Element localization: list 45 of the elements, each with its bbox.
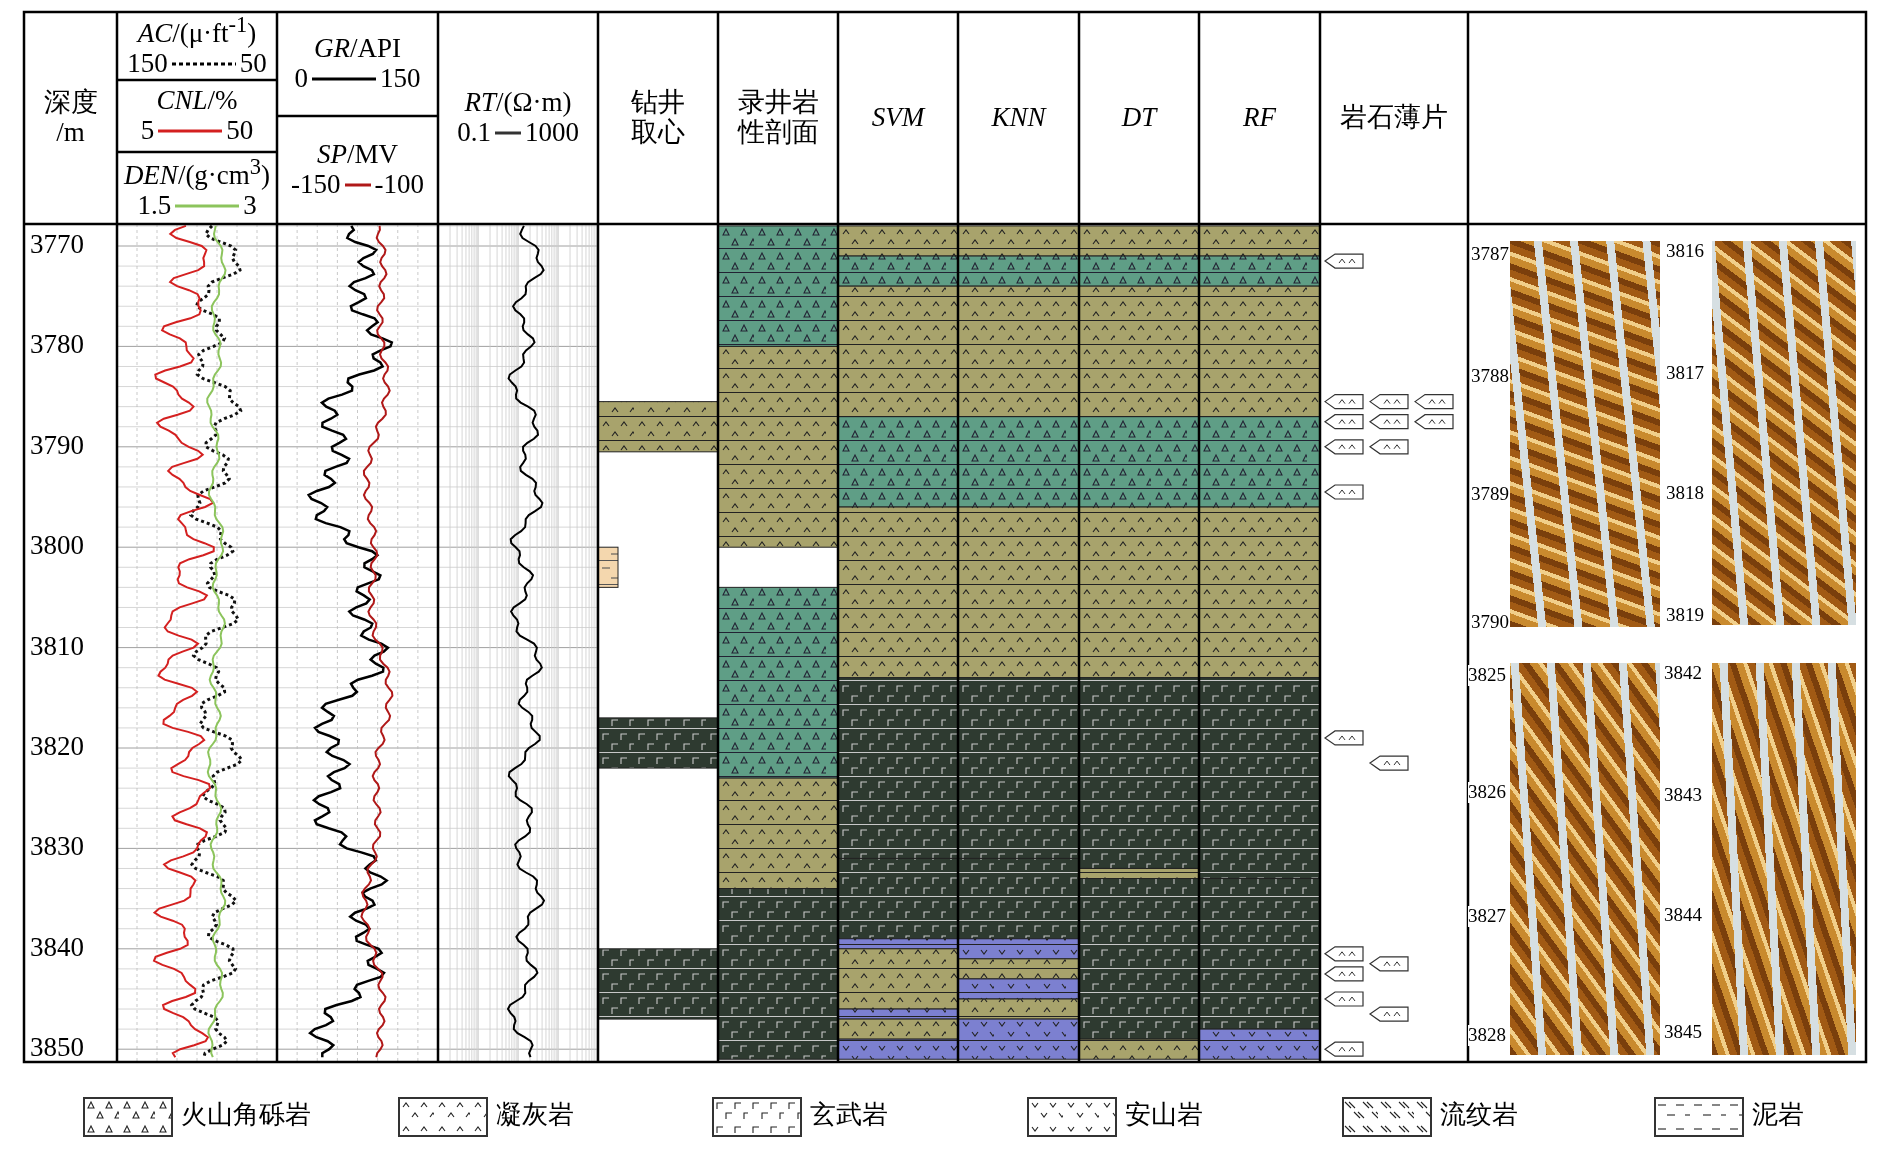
- column-header: AC/(μ·ft$^{-1}$): [137, 13, 257, 49]
- scale-value: -100: [374, 170, 424, 200]
- scale-value: 50: [239, 49, 267, 79]
- depth-label: 3800: [30, 531, 84, 561]
- column-header: RT/(Ω·m): [464, 88, 572, 118]
- legend-label: 流纹岩: [1440, 1100, 1518, 1129]
- depth-label: 3826: [1468, 782, 1506, 803]
- depth-label: 3827: [1468, 906, 1506, 927]
- scale-value: 1.5: [137, 191, 172, 221]
- column-header: 钻井取心: [630, 88, 686, 148]
- column-header: RF: [1243, 103, 1276, 133]
- column-header: 录井岩性剖面: [736, 88, 820, 148]
- depth-label: 3850: [30, 1033, 84, 1063]
- depth-label: 3840: [30, 932, 84, 963]
- legend-label: 凝灰岩: [496, 1100, 574, 1129]
- depth-label: 3780: [30, 330, 84, 361]
- column-header: KNN: [991, 103, 1046, 133]
- scale-value: 5: [140, 116, 155, 146]
- scale-value: 150: [127, 49, 168, 79]
- column-header: DEN/(g·cm$^{3}$): [123, 155, 271, 191]
- depth-label: 3820: [30, 732, 84, 762]
- scale-value: -150: [291, 170, 341, 200]
- depth-label: 3810: [30, 631, 84, 662]
- legend-label: 火山角砾岩: [181, 1100, 311, 1129]
- depth-label: 3828: [1468, 1025, 1506, 1046]
- column-header: 岩石薄片: [1340, 103, 1448, 133]
- scale-value: 50: [226, 116, 254, 146]
- depth-label: 3770: [30, 230, 84, 260]
- legend-label: 玄武岩: [810, 1100, 888, 1129]
- legend-label: 安山岩: [1125, 1100, 1203, 1129]
- scale-value: 0: [294, 64, 308, 94]
- column-header: SVM: [871, 103, 925, 133]
- column-header: 深度 /m: [42, 88, 99, 148]
- column-header: CNL/%: [156, 86, 238, 116]
- depth-label: 3790: [30, 430, 84, 461]
- depth-label: 3830: [30, 832, 84, 863]
- legend-label: 泥岩: [1752, 1100, 1804, 1129]
- scale-value: 3: [243, 191, 257, 221]
- scale-value: 0.1: [457, 118, 491, 148]
- scale-value: 150: [380, 64, 421, 94]
- column-header: SP/MV: [317, 140, 398, 170]
- column-header: GR/API: [314, 34, 401, 64]
- column-header: DT: [1121, 103, 1157, 133]
- depth-label: 3825: [1468, 665, 1506, 686]
- scale-value: 1000: [524, 118, 579, 148]
